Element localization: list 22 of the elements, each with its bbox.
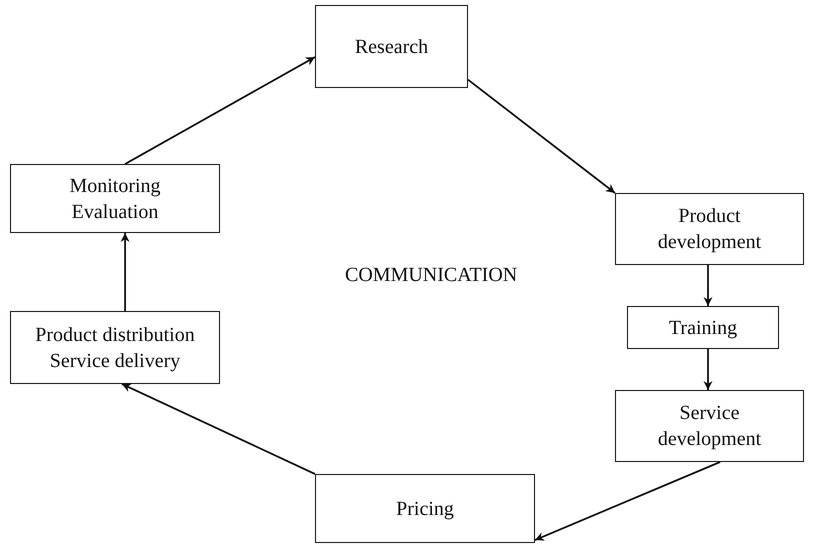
box-label: Service development (656, 401, 762, 452)
process-box (627, 306, 779, 349)
arrow (122, 383, 316, 475)
box-label: Training (668, 316, 738, 340)
process-box (615, 390, 804, 462)
arrow (534, 461, 720, 541)
box-label: Product distribution Service delivery (34, 322, 196, 374)
center-label: COMMUNICATION (345, 264, 518, 287)
box-label: Research (354, 34, 428, 60)
process-box (315, 5, 468, 88)
process-box (10, 311, 220, 384)
arrow (704, 265, 712, 306)
box-label: Monitoring Evaluation (68, 174, 162, 224)
box-label: Pricing (396, 496, 454, 522)
box-label: Product development (656, 204, 762, 255)
process-box (315, 474, 535, 543)
process-box (615, 193, 804, 265)
arrow (704, 349, 712, 390)
process-box (10, 164, 220, 233)
arrow (467, 78, 616, 194)
arrow (120, 233, 130, 311)
arrow (124, 56, 316, 165)
